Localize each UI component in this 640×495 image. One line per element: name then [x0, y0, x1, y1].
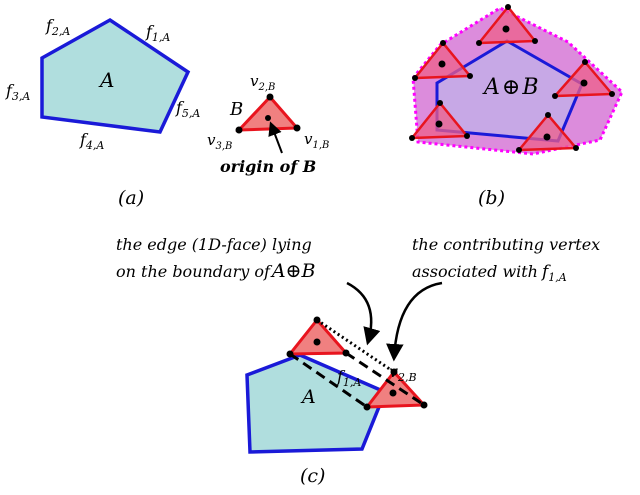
- edge-label-f5a: f5,A: [175, 98, 200, 120]
- vertex-note-line1: the contributing vertex: [412, 235, 600, 254]
- polygon-a-label: A: [98, 68, 114, 92]
- triangle-bottom: [363, 369, 428, 409]
- panel-b: A⊕B (b): [409, 4, 624, 209]
- triangle-bottom-vertex-2: [363, 403, 371, 411]
- vertex-label-v2b-c: v2,B: [389, 362, 417, 384]
- edge-callout-arrow: [346, 281, 381, 346]
- vertex-callout-arrow: [386, 281, 443, 362]
- panel-c: the edge (1D-face) lying on the boundary…: [116, 235, 600, 487]
- edge-label-f1a-c: f1,A: [336, 367, 361, 389]
- boundary-edge-dotted: [316, 318, 395, 374]
- triangle-bottom-origin: [389, 389, 397, 397]
- origin-dot: [265, 115, 271, 121]
- edge-label-f3a: f3,A: [5, 81, 30, 103]
- translated-triangle-1: [412, 40, 473, 81]
- triangle-top-origin: [313, 338, 321, 346]
- triangle-bottom-vertex-3: [420, 401, 428, 409]
- edge-label-f4a: f4,A: [79, 130, 104, 152]
- minkowski-sum-label: A⊕B: [482, 75, 539, 100]
- translated-triangle-4: [409, 100, 470, 141]
- triangle-b-label: B: [229, 99, 243, 120]
- vertex-v2b-dot: [266, 93, 274, 101]
- panel-a: A f1,A f2,A f3,A f4,A f5,A B v2,B v3,B v…: [5, 16, 329, 209]
- edge-label-f1a: f1,A: [145, 22, 170, 44]
- edge-label-f2a: f2,A: [45, 16, 70, 38]
- polygon-a-c: [245, 353, 388, 454]
- vertex-label-v1b: v1,B: [304, 130, 329, 151]
- polygon-a-c-label: A: [300, 386, 316, 408]
- origin-of-b-label: origin of B: [220, 157, 316, 176]
- vertex-label-v2b: v2,B: [250, 72, 275, 93]
- caption-b: (b): [478, 187, 505, 209]
- edge-note-line1: the edge (1D-face) lying: [116, 235, 312, 254]
- translated-triangle-3: [552, 59, 615, 99]
- caption-a: (a): [118, 187, 144, 209]
- origin-arrow: [268, 121, 283, 154]
- vertex-label-v3b: v3,B: [207, 131, 232, 152]
- caption-c: (c): [300, 465, 325, 487]
- polygon-a: [40, 17, 191, 134]
- translated-triangle-5: [516, 112, 579, 153]
- vertex-v1b-dot: [293, 124, 301, 132]
- triangle-b: [235, 94, 301, 132]
- vertex-v3b-dot: [235, 126, 243, 134]
- triangle-top: [286, 317, 350, 356]
- translated-triangle-2: [476, 4, 538, 46]
